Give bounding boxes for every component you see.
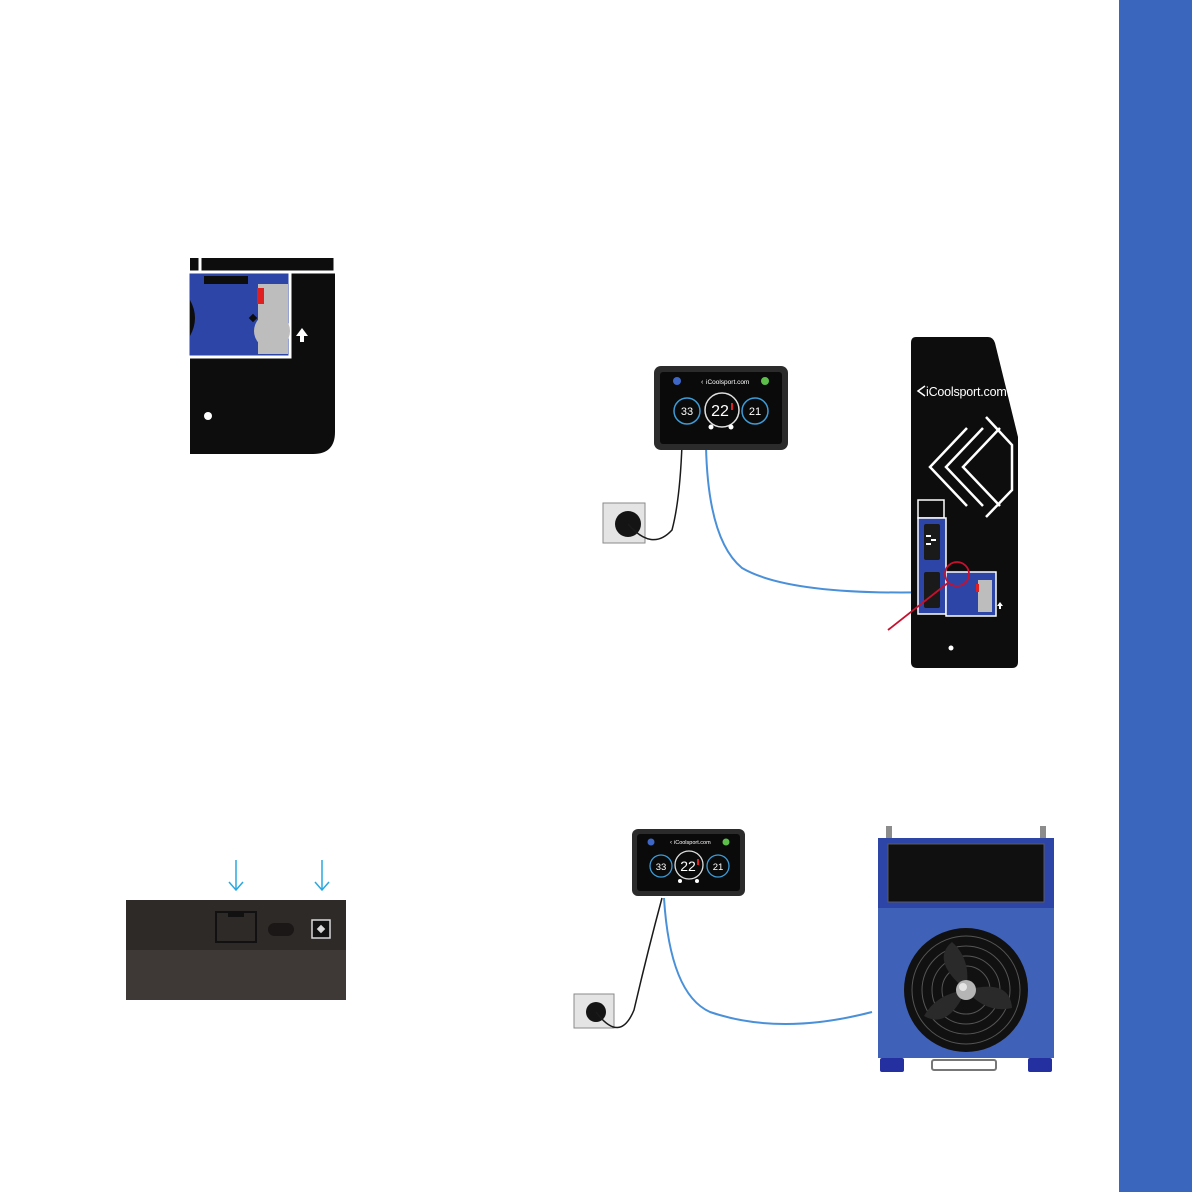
arrow-down-icon — [229, 860, 243, 890]
tower-brand-label: iCoolsport.com — [926, 385, 1007, 399]
svg-text:‹: ‹ — [670, 840, 672, 846]
wall-socket-bottom — [574, 994, 614, 1028]
thermostat-top-set-temp: 22 — [711, 403, 729, 420]
wall-socket-top — [603, 503, 645, 543]
connection-panel-closeup — [188, 254, 335, 454]
tower-cooling-unit: iCoolsport.com — [911, 337, 1018, 668]
thermostat-bottom-set-temp: 22 — [680, 858, 696, 874]
thermostat-bottom-right-temp: 21 — [713, 862, 724, 873]
sensor-cable-bottom — [664, 898, 872, 1024]
arrow-down-icon — [315, 860, 329, 890]
controller-rear-ports — [126, 860, 346, 1000]
chiller-unit — [878, 826, 1054, 1072]
thermostat-top-right-temp: 21 — [749, 406, 761, 418]
thermostat-bottom-left-temp: 33 — [656, 862, 667, 873]
sidebar-accent-bar — [1119, 0, 1192, 1192]
fan-icon — [904, 928, 1028, 1052]
thermostat-top-site-label: iCoolsport.com — [706, 379, 749, 386]
thermostat-top: ‹ iCoolsport.com 33 22 21 — [654, 366, 788, 450]
thermostat-bottom-site-label: iCoolsport.com — [674, 840, 711, 846]
wall-socket-icon — [574, 994, 614, 1028]
dc-power-jack-icon — [312, 920, 330, 938]
thermostat-bottom: ‹ iCoolsport.com 33 22 21 — [632, 829, 745, 896]
wall-socket-icon — [603, 503, 645, 543]
thermostat-top-left-temp: 33 — [681, 406, 693, 418]
